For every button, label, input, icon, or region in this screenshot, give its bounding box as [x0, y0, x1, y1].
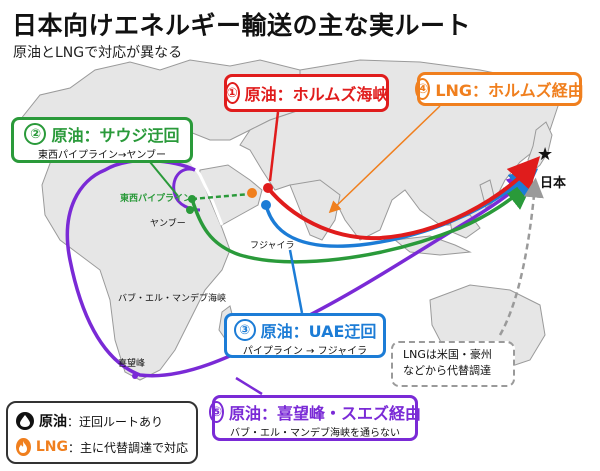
route4-label: LNG：ホルムズ経由: [435, 81, 584, 100]
route5-pointer: [235, 376, 263, 396]
legend: 原油 ：迂回ルートあり LNG ：主に代替調達で対応: [6, 401, 198, 464]
japan-label: 日本: [540, 176, 567, 191]
route1-number: ①: [224, 82, 240, 104]
route2-label: 原油：サウジ迂回: [51, 126, 180, 145]
legend-crude-value: ：迂回ルートあり: [67, 414, 164, 429]
route1-pointer: [268, 111, 280, 182]
route1-line: [266, 156, 541, 241]
note-line-2: などから代替調達: [403, 364, 491, 377]
cape-label: 喜望峰: [118, 359, 146, 369]
lng-alternative-note: LNGは米国・豪州 などから代替調達: [391, 341, 515, 387]
bab-el-mandeb-label: バブ・エル・マンデブ海峡: [118, 294, 227, 304]
cape-point: [132, 373, 138, 379]
yanbu-label: ヤンブー: [150, 219, 186, 229]
hormuz-point-orange: [247, 188, 257, 198]
page-title: 日本向けエネルギー輸送の主な実ルート: [12, 11, 472, 40]
hormuz-point-red: [263, 183, 273, 193]
page-subtitle: 原油とLNGで対応が異なる: [13, 45, 183, 61]
route5-label: 原油：喜望峰・スエズ経由: [229, 404, 422, 423]
route5-callout: ⑤ 原油：喜望峰・スエズ経由 バブ・エル・マンデブ海峡を通らない: [208, 395, 422, 441]
route3-callout: ③ 原油：UAE迂回 パイプライン → フジャイラ: [224, 313, 386, 358]
route4-callout: ④ LNG：ホルムズ経由: [415, 72, 584, 106]
flame-icon: [16, 438, 31, 456]
route2-number: ②: [24, 123, 47, 145]
route2-pointer: [149, 161, 179, 197]
route2-callout: ② 原油：サウジ迂回 東西パイプライン→ヤンブー: [11, 117, 193, 163]
fujairah-label: フジャイラ: [250, 241, 295, 251]
oil-drop-icon: [16, 412, 34, 430]
legend-lng-value: ：主に代替調達で対応: [67, 440, 188, 455]
alt-supply-line: [498, 177, 544, 336]
route3-label: 原油：UAE迂回: [260, 322, 377, 341]
route1-callout: ① 原油：ホルムズ海峡: [224, 74, 389, 112]
route5-number: ⑤: [208, 401, 224, 423]
route5-sub: バブ・エル・マンデブ海峡を通らない: [230, 428, 400, 439]
yanbu-point: [186, 206, 194, 214]
legend-lng-row: LNG ：主に代替調達で対応: [16, 434, 188, 460]
legend-lng-key: LNG: [35, 439, 68, 455]
route2-sub: 東西パイプライン→ヤンブー: [37, 150, 167, 161]
legend-crude-row: 原油 ：迂回ルートあり: [16, 408, 188, 434]
route4-number: ④: [415, 78, 431, 100]
route2-line: [190, 181, 534, 264]
indonesia-landmass: [393, 235, 472, 256]
route1-label: 原油：ホルムズ海峡: [244, 85, 389, 104]
note-line-1: LNGは米国・豪州: [403, 348, 492, 361]
route3-pointer: [288, 249, 304, 314]
pipeline-label: 東西パイプライン: [120, 194, 193, 204]
legend-crude-key: 原油: [39, 414, 67, 430]
route3-number: ③: [233, 319, 256, 341]
japan-star-icon: ★: [537, 144, 553, 165]
route4-line: [328, 105, 441, 214]
route2-pipeline: [191, 192, 251, 201]
pipeline-origin-point: [188, 195, 196, 203]
red-sea: [188, 159, 224, 226]
route3-sub: パイプライン → フジャイラ: [242, 346, 368, 357]
fujairah-point: [261, 200, 271, 210]
